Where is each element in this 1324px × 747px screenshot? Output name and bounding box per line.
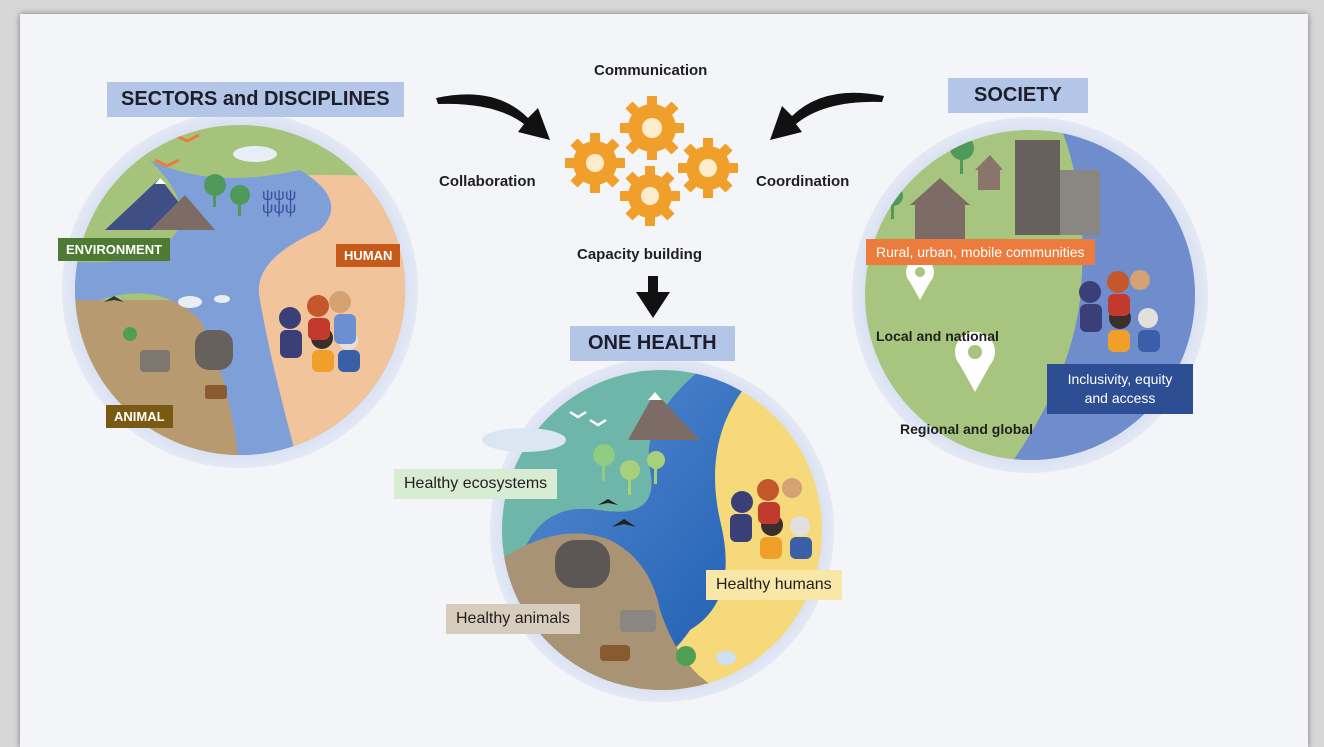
one-health-header: ONE HEALTH	[570, 326, 735, 361]
communication-label: Communication	[594, 62, 708, 79]
regional-global-label: Regional and global	[900, 421, 1034, 437]
animal-tag: ANIMAL	[106, 405, 173, 428]
healthy-animals-tag: Healthy animals	[446, 604, 580, 634]
communities-tag: Rural, urban, mobile communities	[866, 239, 1095, 265]
svg-text:ψψψ: ψψψ	[262, 200, 296, 217]
svg-text:ψψψ: ψψψ	[262, 187, 296, 204]
sectors-disciplines-header: SECTORS and DISCIPLINES	[107, 82, 404, 117]
arrow-left-to-gears-icon	[436, 94, 550, 140]
inclusivity-tag: Inclusivity, equity and access	[1047, 364, 1193, 414]
arrow-right-to-gears-icon	[770, 92, 884, 140]
coordination-label: Coordination	[756, 173, 850, 190]
society-header: SOCIETY	[948, 78, 1088, 113]
arrow-down-to-one-health-icon	[636, 276, 670, 318]
collaboration-label: Collaboration	[439, 173, 536, 190]
local-national-label: Local and national	[876, 328, 999, 344]
capacity-building-label: Capacity building	[577, 246, 703, 263]
healthy-ecosystems-tag: Healthy ecosystems	[394, 469, 558, 499]
environment-tag: ENVIRONMENT	[58, 238, 171, 261]
gear-cluster-icon	[565, 96, 738, 226]
healthy-humans-tag: Healthy humans	[706, 570, 842, 600]
cloud	[482, 428, 566, 452]
human-tag: HUMAN	[336, 244, 401, 267]
